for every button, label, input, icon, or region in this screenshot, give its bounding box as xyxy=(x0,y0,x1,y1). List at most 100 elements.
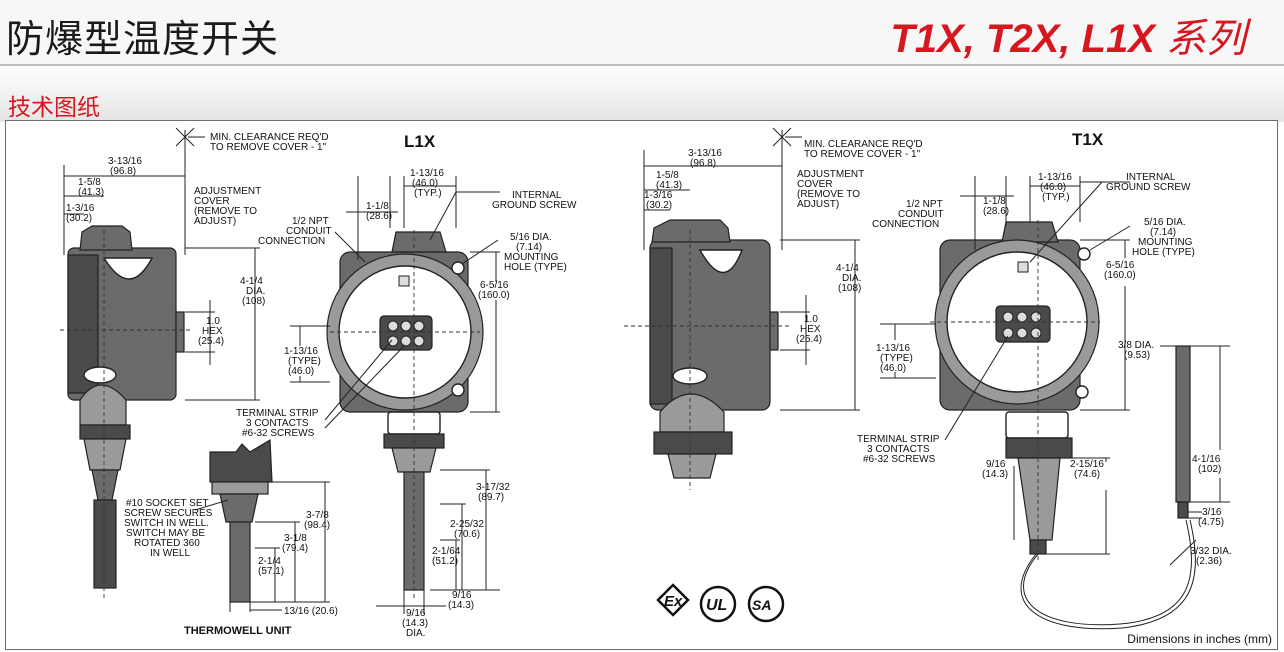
tw-dim-total-mm: (98.4) xyxy=(304,520,330,531)
t1x-npt-line2: CONDUIT xyxy=(898,209,944,220)
tw-dim-mid-mm: (79.4) xyxy=(282,543,308,554)
t1x-dim-conduit: 1-1/8 xyxy=(983,196,1006,207)
t1x-dim-tip: 3/16 xyxy=(1202,507,1222,518)
atex-ex-label: Ex xyxy=(664,593,683,610)
l1x-mount-hole-low xyxy=(451,383,465,397)
l1x-side-stem xyxy=(93,499,117,589)
csa-icon xyxy=(747,585,785,623)
tw-dim-total: 3-7/8 xyxy=(306,510,329,521)
t1x-mount-line1: MOUNTING xyxy=(1138,237,1193,248)
l1x-dim-offset: 1-5/8 xyxy=(78,177,101,188)
l1x-side-hex xyxy=(175,311,185,353)
t1x-side-view xyxy=(624,127,860,490)
t1x-dim-well-mm: (14.3) xyxy=(982,469,1008,480)
t1x-dim-dia-mm: (108) xyxy=(838,283,861,294)
l1x-dim-side-type: (TYPE) xyxy=(288,356,321,367)
t1x-adj-line2: COVER xyxy=(797,179,833,190)
l1x-adj-line3: (REMOVE TO xyxy=(194,206,257,217)
t1x-dim-capillary-mm: (2.36) xyxy=(1196,556,1222,567)
t1x-side-hex xyxy=(769,311,779,351)
l1x-dim-stem-mm: (89.7) xyxy=(478,492,504,503)
thermowell-stem xyxy=(229,521,251,603)
section-subtitle: 技术图纸 xyxy=(8,95,100,121)
t1x-adj-line1: ADJUSTMENT xyxy=(797,169,864,180)
l1x-dim-top-typ: (TYP.) xyxy=(414,188,442,199)
ul-label: UL xyxy=(706,597,727,614)
t1x-dim-flange-mm: (30.2) xyxy=(646,200,672,211)
l1x-side-cover-lobe xyxy=(102,257,154,280)
l1x-dim-side-mm: (46.0) xyxy=(288,366,314,377)
l1x-dim-tip: 9/16 xyxy=(452,590,472,601)
t1x-term-line3: #6-32 SCREWS xyxy=(863,454,936,465)
t1x-nameplate xyxy=(1005,411,1069,439)
t1x-hole-dia: 5/16 DIA. xyxy=(1144,217,1186,228)
csa-label: SA xyxy=(752,597,771,613)
l1x-dim-flange-mm: (30.2) xyxy=(66,213,92,224)
l1x-dim-width: 3-13/16 xyxy=(108,156,142,167)
l1x-dim-dia-mm: (108) xyxy=(242,296,265,307)
t1x-dim-hex: 1.0 xyxy=(804,314,818,325)
l1x-title: L1X xyxy=(404,132,436,151)
l1x-dim-stem2: 2-25/32 xyxy=(450,519,484,530)
header-bar: 防爆型温度开关 T1X, T2X, L1X 系列 xyxy=(0,0,1284,66)
l1x-ground-line2: GROUND SCREW xyxy=(492,200,577,211)
t1x-bulb-tip xyxy=(1177,501,1189,519)
l1x-dim-hex-label: HEX xyxy=(202,326,223,337)
t1x-term-line1: TERMINAL STRIP xyxy=(857,434,940,445)
t1x-side-nut xyxy=(667,453,717,479)
t1x-clearance-line1: MIN. CLEARANCE REQ'D xyxy=(804,139,923,150)
t1x-ground-line1: INTERNAL xyxy=(1126,172,1176,183)
l1x-hole-dia: 5/16 DIA. xyxy=(510,232,552,243)
l1x-dim-stem2-mm: (70.6) xyxy=(454,529,480,540)
series-title: T1X, T2X, L1X 系列 xyxy=(890,6,1246,64)
t1x-dim-offset-mm: (41.3) xyxy=(656,180,682,191)
t1x-mount-line2: HOLE (TYPE) xyxy=(1132,247,1195,258)
l1x-dim-dia2-label: DIA. xyxy=(406,628,425,639)
l1x-dim-width-mm: (96.8) xyxy=(110,166,136,177)
t1x-title: T1X xyxy=(1072,130,1104,149)
t1x-dim-height-mm: (160.0) xyxy=(1104,270,1136,281)
t1x-dim-top: 1-13/16 xyxy=(1038,172,1072,183)
t1x-dim-height: 6-5/16 xyxy=(1106,260,1135,271)
l1x-dim-hex-mm: (25.4) xyxy=(198,336,224,347)
l1x-dim-dia2-mm: (14.3) xyxy=(402,618,428,629)
l1x-dim-height-mm: (160.0) xyxy=(478,290,510,301)
page-title: 防爆型温度开关 xyxy=(6,17,280,61)
tw-note-line3: SWITCH IN WELL. xyxy=(124,518,209,529)
l1x-dim-height: 6-5/16 xyxy=(480,280,509,291)
l1x-front-top xyxy=(391,231,447,253)
l1x-side-knob xyxy=(83,366,117,384)
t1x-dim-width-mm: (96.8) xyxy=(690,158,716,169)
thermowell-caption: THERMOWELL UNIT xyxy=(184,625,292,637)
l1x-dim-dia2: 9/16 xyxy=(406,608,426,619)
t1x-dim-flange: 1-3/16 xyxy=(644,190,673,201)
l1x-adj-line4: ADJUST) xyxy=(194,216,236,227)
tw-note-line1: #10 SOCKET SET xyxy=(126,498,209,509)
t1x-dim-bulb-len-mm: (102) xyxy=(1198,464,1221,475)
l1x-adj-line1: ADJUSTMENT xyxy=(194,186,261,197)
l1x-side-view xyxy=(60,127,260,600)
l1x-npt-line3: CONNECTION xyxy=(258,236,325,247)
t1x-term-line2: 3 CONTACTS xyxy=(867,444,930,455)
tw-dim-low-mm: (57.1) xyxy=(258,566,284,577)
l1x-dim-offset-mm: (41.3) xyxy=(78,187,104,198)
l1x-dim-stem3-mm: (51.2) xyxy=(432,556,458,567)
l1x-mount-line2: HOLE (TYPE) xyxy=(504,262,567,273)
t1x-npt-line3: CONNECTION xyxy=(872,219,939,230)
t1x-mount-hole-low xyxy=(1075,385,1089,399)
tw-note-line6: IN WELL xyxy=(150,548,190,559)
thermowell-view xyxy=(194,438,330,612)
l1x-dim-stem: 3-17/32 xyxy=(476,482,510,493)
thermowell-head xyxy=(209,438,273,483)
series-suffix: 系列 xyxy=(1166,16,1246,62)
tw-note-line5: ROTATED 360 xyxy=(134,538,200,549)
certification-marks: Ex UL SA xyxy=(656,583,785,623)
l1x-dim-top-mm: (46.0) xyxy=(412,178,438,189)
t1x-adj-line4: ADJUST) xyxy=(797,199,839,210)
atex-ex-icon xyxy=(656,583,690,617)
tw-dim-stem-dia: 13/16 (20.6) xyxy=(284,606,338,617)
t1x-front-bulb-well xyxy=(1017,457,1061,541)
t1x-bulb xyxy=(1175,345,1191,503)
t1x-side-lower xyxy=(659,393,725,433)
